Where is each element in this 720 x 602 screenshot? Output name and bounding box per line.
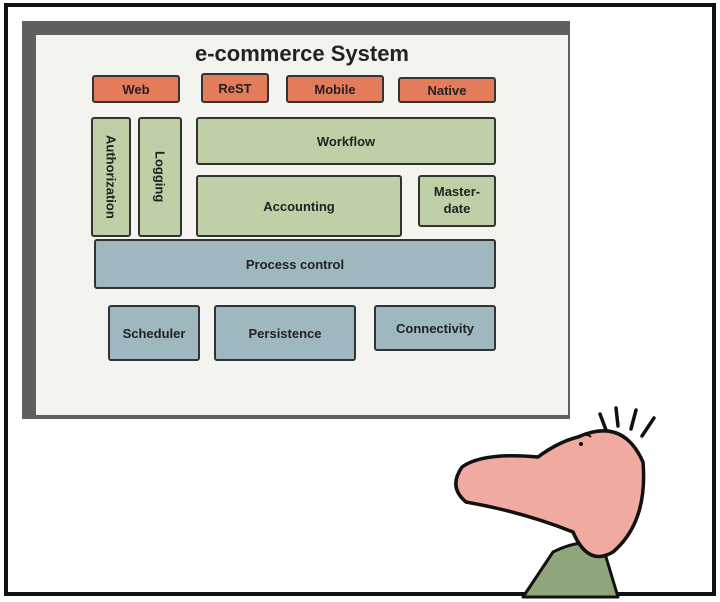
box-persistence: Persistence xyxy=(214,305,356,361)
box-mobile: Mobile xyxy=(286,75,384,103)
architecture-diagram: e-commerce System Web ReST Mobile Native… xyxy=(36,35,568,415)
comic-panel-frame: e-commerce System Web ReST Mobile Native… xyxy=(4,3,716,599)
box-master-date: Master- date xyxy=(418,175,496,227)
box-web: Web xyxy=(92,75,180,103)
box-native: Native xyxy=(398,77,496,103)
box-process-control: Process control xyxy=(94,239,496,289)
box-rest: ReST xyxy=(201,73,269,103)
box-scheduler: Scheduler xyxy=(108,305,200,361)
box-authorization: Authorization xyxy=(91,117,131,237)
presentation-screen: e-commerce System Web ReST Mobile Native… xyxy=(22,21,570,419)
cartoon-man-illustration xyxy=(454,406,656,599)
diagram-title: e-commerce System xyxy=(194,41,409,66)
box-connectivity: Connectivity xyxy=(374,305,496,351)
box-logging: Logging xyxy=(138,117,182,237)
box-workflow: Workflow xyxy=(196,117,496,165)
box-accounting: Accounting xyxy=(196,175,402,237)
